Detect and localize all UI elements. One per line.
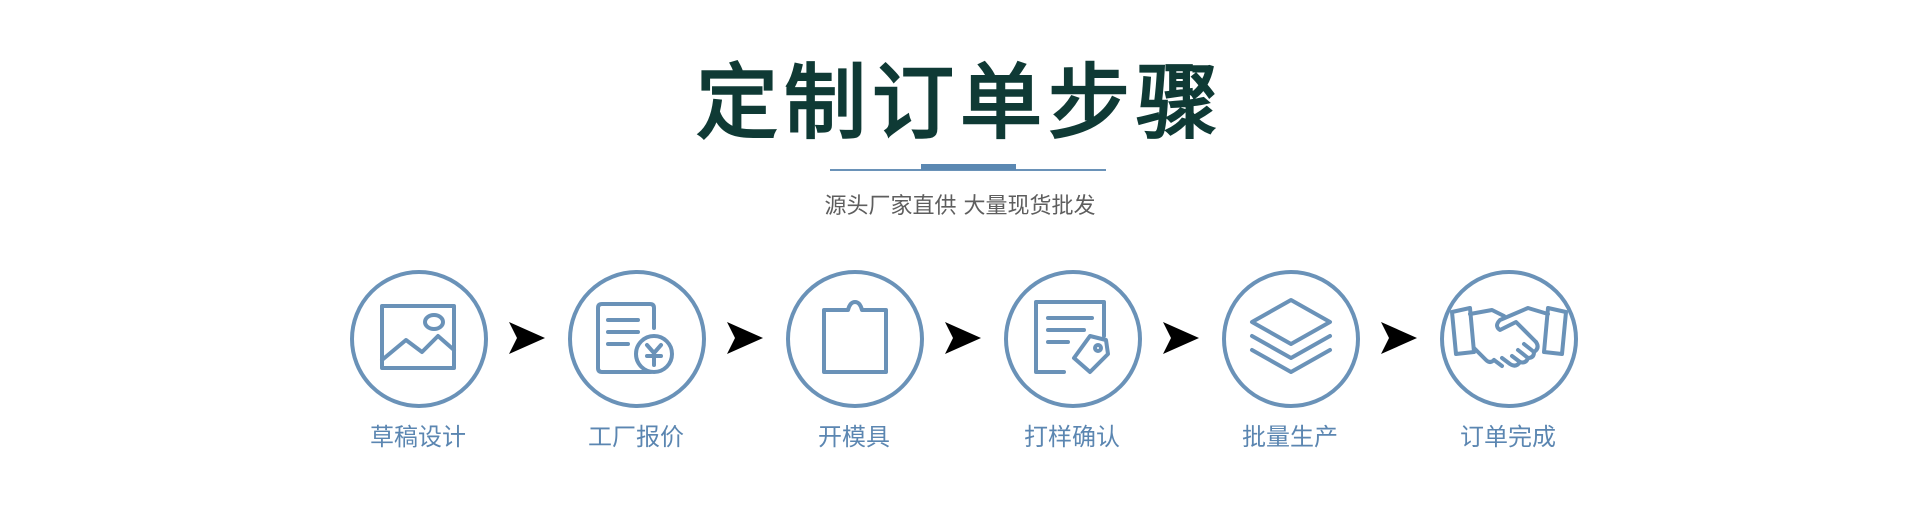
step-circle (786, 270, 924, 408)
step-label: 打样确认 (1024, 423, 1120, 451)
arrow-right-icon (1381, 322, 1417, 354)
step-1 (350, 270, 488, 408)
page-subtitle: 源头厂家直供 大量现货批发 (824, 194, 1096, 219)
title-underline (830, 169, 1106, 171)
step-circle (1440, 270, 1578, 408)
step-circle (1004, 270, 1142, 408)
title-underline-accent (921, 164, 1016, 170)
step-label: 工厂报价 (588, 423, 684, 451)
image-icon (380, 304, 456, 370)
step-2 (568, 270, 706, 408)
step-4 (1004, 270, 1142, 408)
step-label: 开模具 (818, 423, 890, 451)
arrow-right-icon (727, 322, 763, 354)
layers-icon (1250, 298, 1332, 374)
step-label: 订单完成 (1460, 423, 1556, 451)
invoice-yen-icon (596, 302, 674, 374)
handshake-icon (1450, 306, 1568, 368)
arrow-right-icon (1163, 322, 1199, 354)
step-circle (1222, 270, 1360, 408)
step-label: 批量生产 (1242, 423, 1338, 451)
step-5 (1222, 270, 1360, 408)
step-3 (786, 270, 924, 408)
mold-icon (822, 300, 888, 374)
step-6 (1440, 270, 1578, 408)
arrow-right-icon (509, 322, 545, 354)
document-tag-icon (1034, 300, 1110, 374)
arrow-right-icon (945, 322, 981, 354)
step-circle (568, 270, 706, 408)
step-label: 草稿设计 (370, 423, 466, 451)
step-circle (350, 270, 488, 408)
page-title: 定制订单步骤 (695, 56, 1224, 151)
